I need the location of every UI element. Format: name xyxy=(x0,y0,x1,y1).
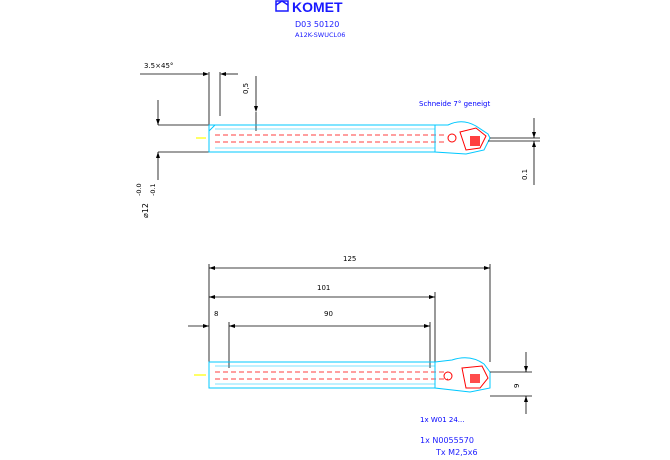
dim-8-label: 8 xyxy=(214,310,218,318)
dim-8-arrow xyxy=(203,324,209,328)
dim-125-arrow-left xyxy=(209,266,215,270)
dim-9-arrow-top xyxy=(524,366,528,372)
edge-inclination-note: Schneide 7° geneigt xyxy=(419,100,490,108)
chamfer-arrow-right xyxy=(220,72,226,76)
dim-0-1-label: 0.1 xyxy=(521,169,529,180)
side-view: 125 101 90 8 9 xyxy=(188,255,532,424)
chamfer-arrow-left xyxy=(203,72,209,76)
accessories: 1x N0055570 Tx M2,5x6 xyxy=(420,436,478,457)
side-insert-icon xyxy=(470,374,480,383)
top-view: 3.5×45° 0,5 ⌀12 -0.0 -0.1 xyxy=(135,62,540,218)
dim-0-5-arrow xyxy=(254,106,258,112)
tolerance-lower: -0.1 xyxy=(149,183,157,196)
dim-125-arrow-right xyxy=(484,266,490,270)
dim-0-1-arrow-bottom xyxy=(532,141,536,147)
dim-0-1-arrow-top xyxy=(532,132,536,138)
dim-101-label: 101 xyxy=(317,284,330,292)
chamfer-line xyxy=(208,124,216,132)
tolerance-upper: -0.0 xyxy=(135,183,143,196)
insert-icon xyxy=(470,136,480,146)
chamfer-label: 3.5×45° xyxy=(144,62,173,70)
komet-logo-roof-icon xyxy=(275,0,289,6)
dim-9-arrow-bottom xyxy=(524,396,528,402)
insert-spec-note: 1x W01 24... xyxy=(420,416,464,424)
insert-pocket xyxy=(459,127,487,151)
dia-arrow-bottom xyxy=(156,152,160,158)
shank-diameter-label: ⌀12 xyxy=(141,203,150,218)
tool-head-outline xyxy=(434,121,491,155)
dim-90-arrow-right xyxy=(424,324,430,328)
screw-code: 1x N0055570 xyxy=(420,436,474,445)
dim-101-arrow-right xyxy=(429,295,435,299)
dim-90-arrow-left xyxy=(229,324,235,328)
header: KOMET D03 50120 A12K-SWUCL06 xyxy=(275,0,345,39)
dim-9-label: 9 xyxy=(513,384,521,388)
side-screw-icon xyxy=(443,371,453,381)
part-number: D03 50120 xyxy=(295,20,339,29)
dim-101-arrow-left xyxy=(209,295,215,299)
side-insert-pocket xyxy=(461,365,489,389)
komet-logo-icon xyxy=(275,0,289,12)
dim-90-label: 90 xyxy=(324,310,333,318)
side-head-outline xyxy=(434,357,491,393)
tool-designation: A12K-SWUCL06 xyxy=(295,31,345,39)
screw-spec: Tx M2,5x6 xyxy=(435,448,478,457)
dim-125-label: 125 xyxy=(343,255,356,263)
brand-logo: KOMET xyxy=(292,0,343,15)
dim-0-5-label: 0,5 xyxy=(242,83,250,94)
dia-arrow-top xyxy=(156,119,160,125)
clamp-screw-icon xyxy=(447,133,457,143)
